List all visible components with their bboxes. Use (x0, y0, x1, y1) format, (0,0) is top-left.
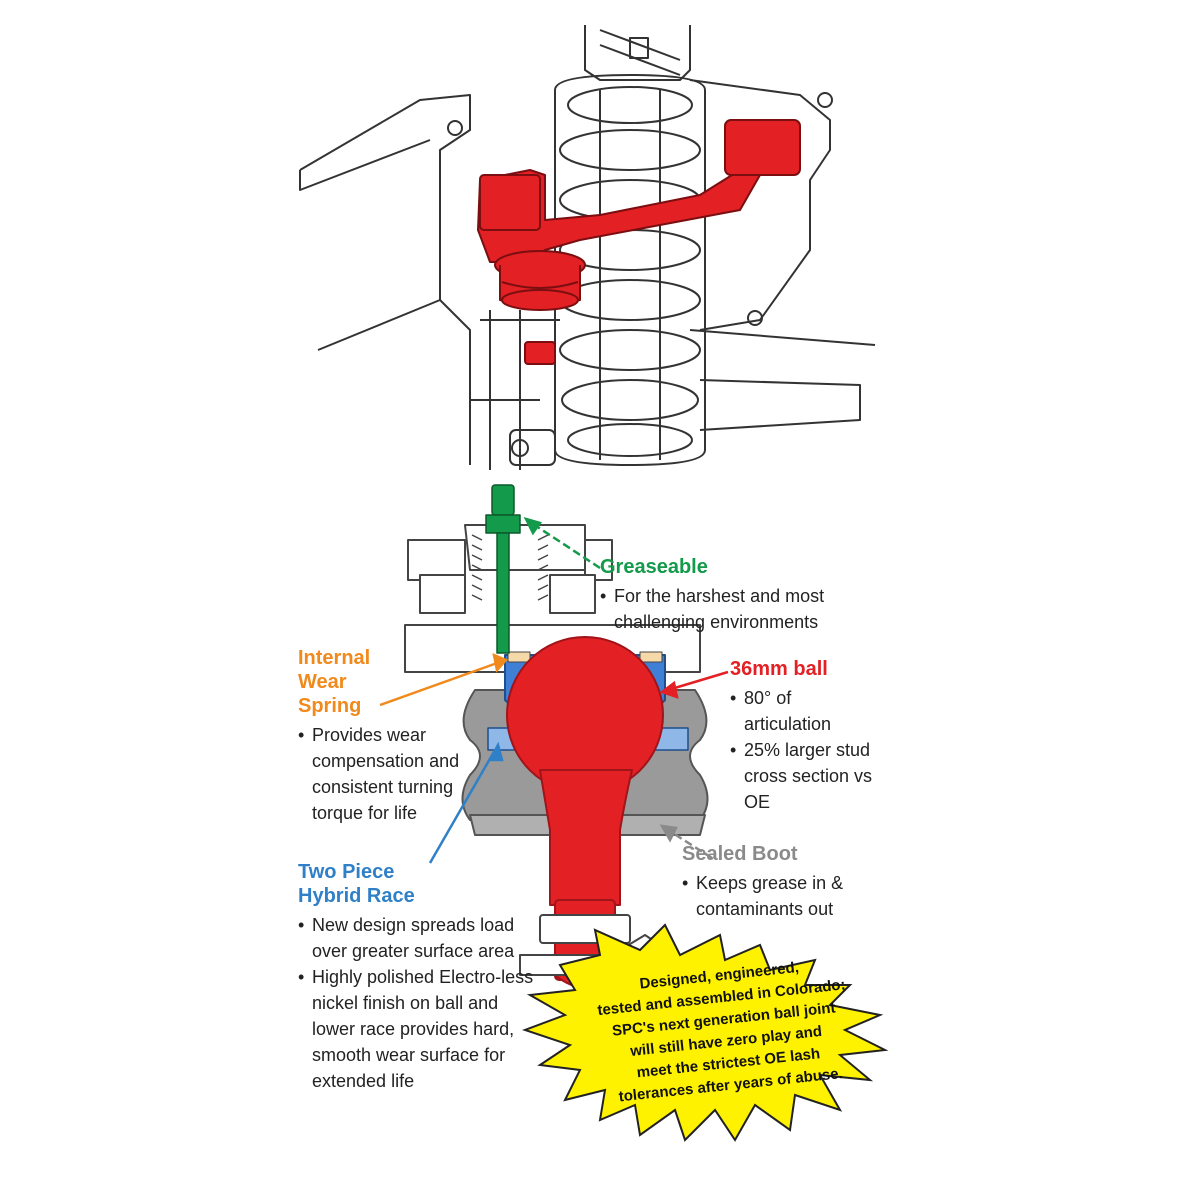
suspension-assembly (299, 25, 876, 470)
shock-mount (584, 25, 691, 81)
boot-leader (667, 828, 713, 860)
upper-control-arm (477, 119, 801, 365)
greaseable-leader (529, 520, 601, 570)
heading-line: Two Piece (298, 861, 395, 883)
leader-lines (379, 517, 729, 864)
greaseable-heading: Greaseable (600, 556, 708, 578)
ball-bullets: 80° of articulation 25% larger stud cros… (730, 685, 880, 815)
greaseable-callout: Greaseable For the harshest and most cha… (600, 555, 900, 635)
bullet-item: 80° of articulation (730, 685, 880, 737)
ball-leader (667, 670, 729, 692)
bullet-item: Keeps grease in & contaminants out (682, 870, 882, 922)
internal-wear-spring-callout: Internal Wear Spring Provides wear compe… (298, 646, 498, 826)
ball-callout: 36mm ball 80° of articulation 25% larger… (730, 657, 910, 815)
frame-outline (299, 94, 471, 465)
coil-spring (554, 74, 706, 466)
heading-line: Spring (298, 695, 362, 717)
hybrid-race-heading: Two Piece Hybrid Race (298, 860, 538, 908)
heading-line: Internal (298, 647, 371, 669)
bullet-item: Provides wear compensation and consisten… (298, 722, 468, 826)
hybrid-race-bullets: New design spreads load over greater sur… (298, 912, 543, 1094)
bullet-item: 25% larger stud cross section vs OE (730, 737, 880, 815)
steering-knuckle (470, 310, 560, 470)
internal-wear-spring-bullets: Provides wear compensation and consisten… (298, 722, 468, 826)
greaseable-bullets: For the harshest and most challenging en… (600, 583, 900, 635)
hybrid-race-callout: Two Piece Hybrid Race New design spreads… (298, 860, 538, 1094)
bullet-item: New design spreads load over greater sur… (298, 912, 543, 964)
internal-wear-spring-leader (379, 660, 501, 707)
starburst (522, 923, 889, 1142)
grease-fitting (485, 484, 521, 654)
internal-wear-spring-heading: Internal Wear Spring (298, 646, 498, 718)
bullet-item: For the harshest and most challenging en… (600, 583, 900, 635)
sealed-boot-callout: Sealed Boot Keeps grease in & contaminan… (682, 842, 902, 922)
heading-line: Hybrid Race (298, 885, 415, 907)
heading-line: Wear (298, 671, 347, 693)
sealed-boot-heading: Sealed Boot (682, 843, 798, 865)
ball-heading: 36mm ball (730, 658, 828, 680)
bullet-item: Highly polished Electro-less nickel fini… (298, 964, 543, 1094)
sealed-boot-bullets: Keeps grease in & contaminants out (682, 870, 882, 922)
